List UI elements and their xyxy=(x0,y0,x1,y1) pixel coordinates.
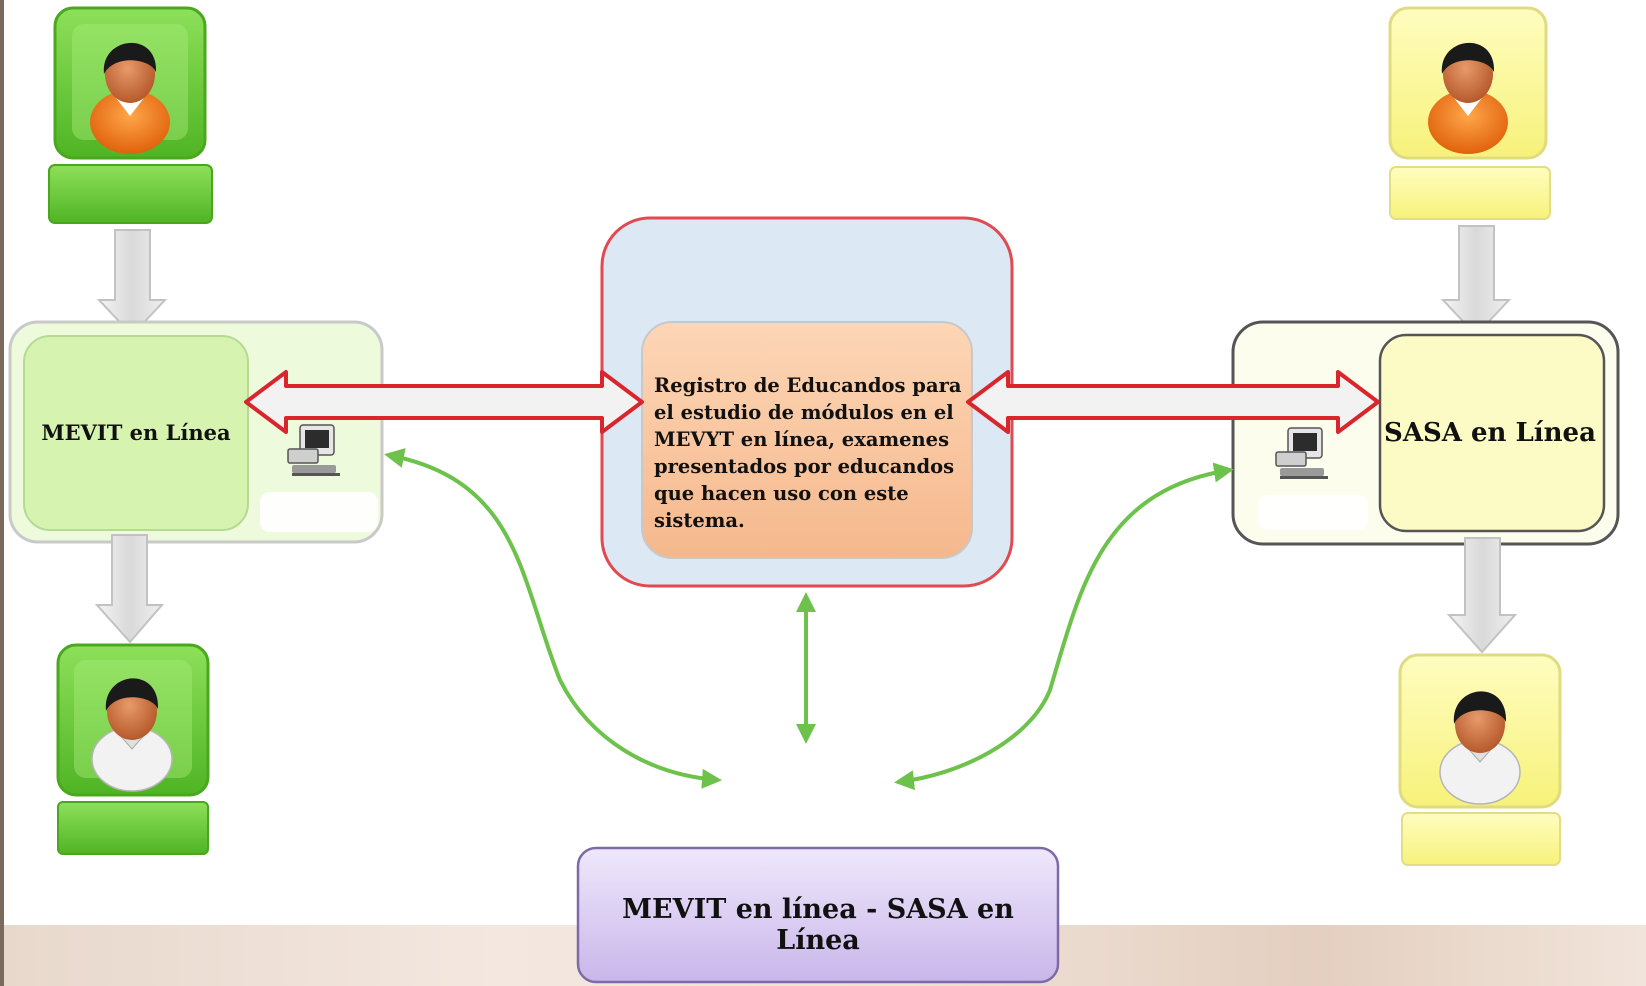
label-bar-bottom-left xyxy=(57,801,209,855)
integration-label: MEVIT en línea - SASA en Línea xyxy=(622,894,1014,956)
label-bar-top-right xyxy=(1389,166,1551,220)
sasa-system-box xyxy=(1231,320,1620,546)
left-edge-strip xyxy=(0,0,4,986)
double-arrow-right xyxy=(966,370,1380,434)
user-box-bottom-left xyxy=(56,643,210,797)
green-arrow-right xyxy=(894,462,1234,791)
user-icon xyxy=(90,42,170,154)
user-box-top-right xyxy=(1388,6,1548,160)
registry-box xyxy=(641,321,973,559)
user-icon xyxy=(1439,691,1521,805)
sasa-system-label: SASA en Línea xyxy=(1384,418,1596,448)
integration-box xyxy=(576,846,1060,984)
mevit-system-box xyxy=(8,320,384,544)
mevit-system-label: MEVIT en Línea xyxy=(41,420,231,445)
down-arrow-left-2 xyxy=(94,534,165,644)
user-box-top-left xyxy=(53,6,207,160)
label-bar-bottom-right xyxy=(1401,812,1561,866)
user-box-bottom-right xyxy=(1398,653,1562,809)
down-arrow-right-2 xyxy=(1446,537,1518,654)
down-arrow-left-1 xyxy=(96,229,168,337)
down-arrow-right-1 xyxy=(1440,225,1512,337)
computer-icon xyxy=(1275,427,1328,479)
user-icon xyxy=(91,678,173,792)
double-arrow-left xyxy=(244,370,644,434)
green-arrow-left xyxy=(384,448,722,789)
label-bar-top-left xyxy=(48,164,213,224)
user-icon xyxy=(1428,42,1508,154)
registry-description: Registro de Educandos para el estudio de… xyxy=(654,374,962,532)
computer-icon xyxy=(287,424,340,476)
